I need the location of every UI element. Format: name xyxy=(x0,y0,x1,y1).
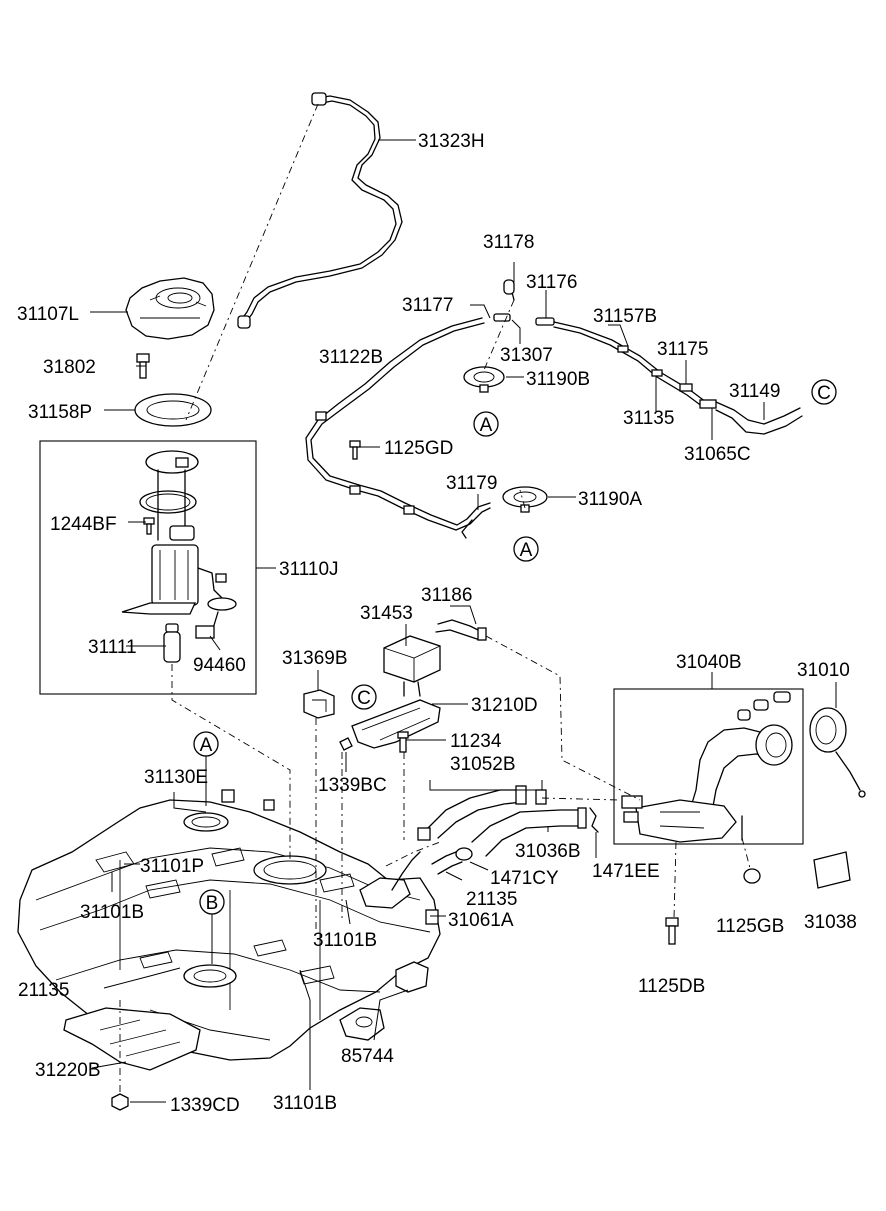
bolt-31802 xyxy=(136,353,150,379)
label-1339BC: 1339BC xyxy=(318,775,387,796)
hose-31052B xyxy=(417,785,547,841)
clamp-1471CY xyxy=(455,847,473,861)
label-1125GD: 1125GD xyxy=(384,438,453,459)
bracket-31210D xyxy=(351,699,441,749)
callout-c-canister: C xyxy=(351,684,377,710)
label-31052B: 31052B xyxy=(450,754,516,775)
nut-1339CD xyxy=(111,1093,129,1111)
hose-31036B xyxy=(471,807,587,857)
fuel-pump-module xyxy=(121,450,237,639)
label-31802: 31802 xyxy=(43,357,96,378)
label-31149: 31149 xyxy=(729,381,780,402)
label-31190A: 31190A xyxy=(578,489,642,510)
callout-a-mid: A xyxy=(513,536,539,562)
label-94460: 94460 xyxy=(193,655,246,676)
vapor-line-31122B xyxy=(305,317,491,539)
filler-neck-assembly-box xyxy=(613,688,804,845)
fuel-filter-31111 xyxy=(163,623,181,663)
label-31157B: 31157B xyxy=(593,306,657,327)
nut-1125GB xyxy=(743,868,761,884)
part-number-labels: 31323H 31178 31176 31177 31157B 31107L 3… xyxy=(17,131,857,1116)
callout-c-canister-letter: C xyxy=(357,688,371,709)
heat-shield-31220B xyxy=(63,1007,201,1071)
label-21135-lower: 21135 xyxy=(18,980,69,1001)
label-1471EE: 1471EE xyxy=(592,861,660,882)
leader-lines xyxy=(90,139,837,1103)
bolt-1125DB xyxy=(665,917,679,945)
label-31369B: 31369B xyxy=(282,648,348,669)
assembly-dash-lines xyxy=(119,103,751,1094)
label-31107L: 31107L xyxy=(17,304,79,325)
label-31158P: 31158P xyxy=(28,402,92,423)
label-31307: 31307 xyxy=(500,345,553,366)
pump-cover-31107L xyxy=(125,277,215,340)
clip-1339BC xyxy=(339,737,353,751)
label-31176: 31176 xyxy=(526,272,577,293)
valve-31190A xyxy=(502,486,548,513)
label-31036B: 31036B xyxy=(515,841,581,862)
hose-21135-upper xyxy=(431,851,463,875)
label-1339CD: 1339CD xyxy=(170,1095,240,1116)
label-31038: 31038 xyxy=(804,912,857,933)
label-31130E: 31130E xyxy=(144,767,208,788)
label-31101B-bottom: 31101B xyxy=(273,1093,337,1114)
hose-31186 xyxy=(435,619,487,641)
label-1125GB: 1125GB xyxy=(716,916,784,937)
vapor-tube-31323H xyxy=(237,92,403,329)
label-plate-31038 xyxy=(813,851,851,889)
callout-a-tank: A xyxy=(193,731,219,806)
label-31061A: 31061A xyxy=(448,910,514,931)
label-31175: 31175 xyxy=(657,339,708,360)
label-31010: 31010 xyxy=(797,660,850,681)
vapor-hose-line xyxy=(493,279,803,435)
bracket-85744 xyxy=(339,961,429,1041)
callout-a-top: A xyxy=(473,411,499,437)
label-31210D: 31210D xyxy=(471,695,538,716)
label-31453: 31453 xyxy=(360,603,413,624)
bracket-31369B xyxy=(303,689,335,719)
label-31101B-left: 31101B xyxy=(80,902,144,923)
callout-a-mid-letter: A xyxy=(520,540,533,561)
label-31040B: 31040B xyxy=(676,652,742,673)
fuel-cap-31010 xyxy=(809,707,866,798)
clamp-1471EE xyxy=(589,807,599,833)
label-21135-upper: 21135 xyxy=(466,889,517,910)
label-31101P: 31101P xyxy=(140,856,204,877)
label-1471CY: 1471CY xyxy=(490,868,559,889)
filler-neck-31040B xyxy=(621,691,793,843)
label-31122B: 31122B xyxy=(319,347,383,368)
bolt-1125GD xyxy=(349,440,361,460)
label-31220B: 31220B xyxy=(35,1060,101,1081)
callout-c-hose-letter: C xyxy=(817,383,831,404)
retainer-ring-31158P xyxy=(134,393,212,427)
label-11234: 11234 xyxy=(450,731,502,752)
label-31179: 31179 xyxy=(446,473,497,494)
label-31186: 31186 xyxy=(421,585,472,606)
label-31177: 31177 xyxy=(402,295,453,316)
label-31178: 31178 xyxy=(483,232,534,253)
label-31110J: 31110J xyxy=(279,559,339,580)
label-31323H: 31323H xyxy=(418,131,485,152)
callout-a-tank-letter: A xyxy=(200,735,213,756)
label-31190B: 31190B xyxy=(526,369,590,390)
callout-c-hose: C xyxy=(811,379,837,405)
label-31111: 31111 xyxy=(88,637,137,658)
callout-b-tank-letter: B xyxy=(206,893,219,914)
callout-a-top-letter: A xyxy=(480,415,493,436)
label-31065C: 31065C xyxy=(684,444,751,465)
valve-31190B xyxy=(463,366,505,393)
screw-1244BF xyxy=(143,517,155,535)
canister-31453 xyxy=(383,635,441,697)
bolt-11234 xyxy=(397,731,409,753)
label-31101B-center: 31101B xyxy=(313,930,377,951)
label-1125DB: 1125DB xyxy=(638,976,705,997)
fuel-tank-31130E xyxy=(17,789,441,1061)
callout-b-tank: B xyxy=(199,889,225,964)
label-1244BF: 1244BF xyxy=(50,514,117,535)
label-31135: 31135 xyxy=(623,408,674,429)
label-85744: 85744 xyxy=(341,1046,394,1067)
